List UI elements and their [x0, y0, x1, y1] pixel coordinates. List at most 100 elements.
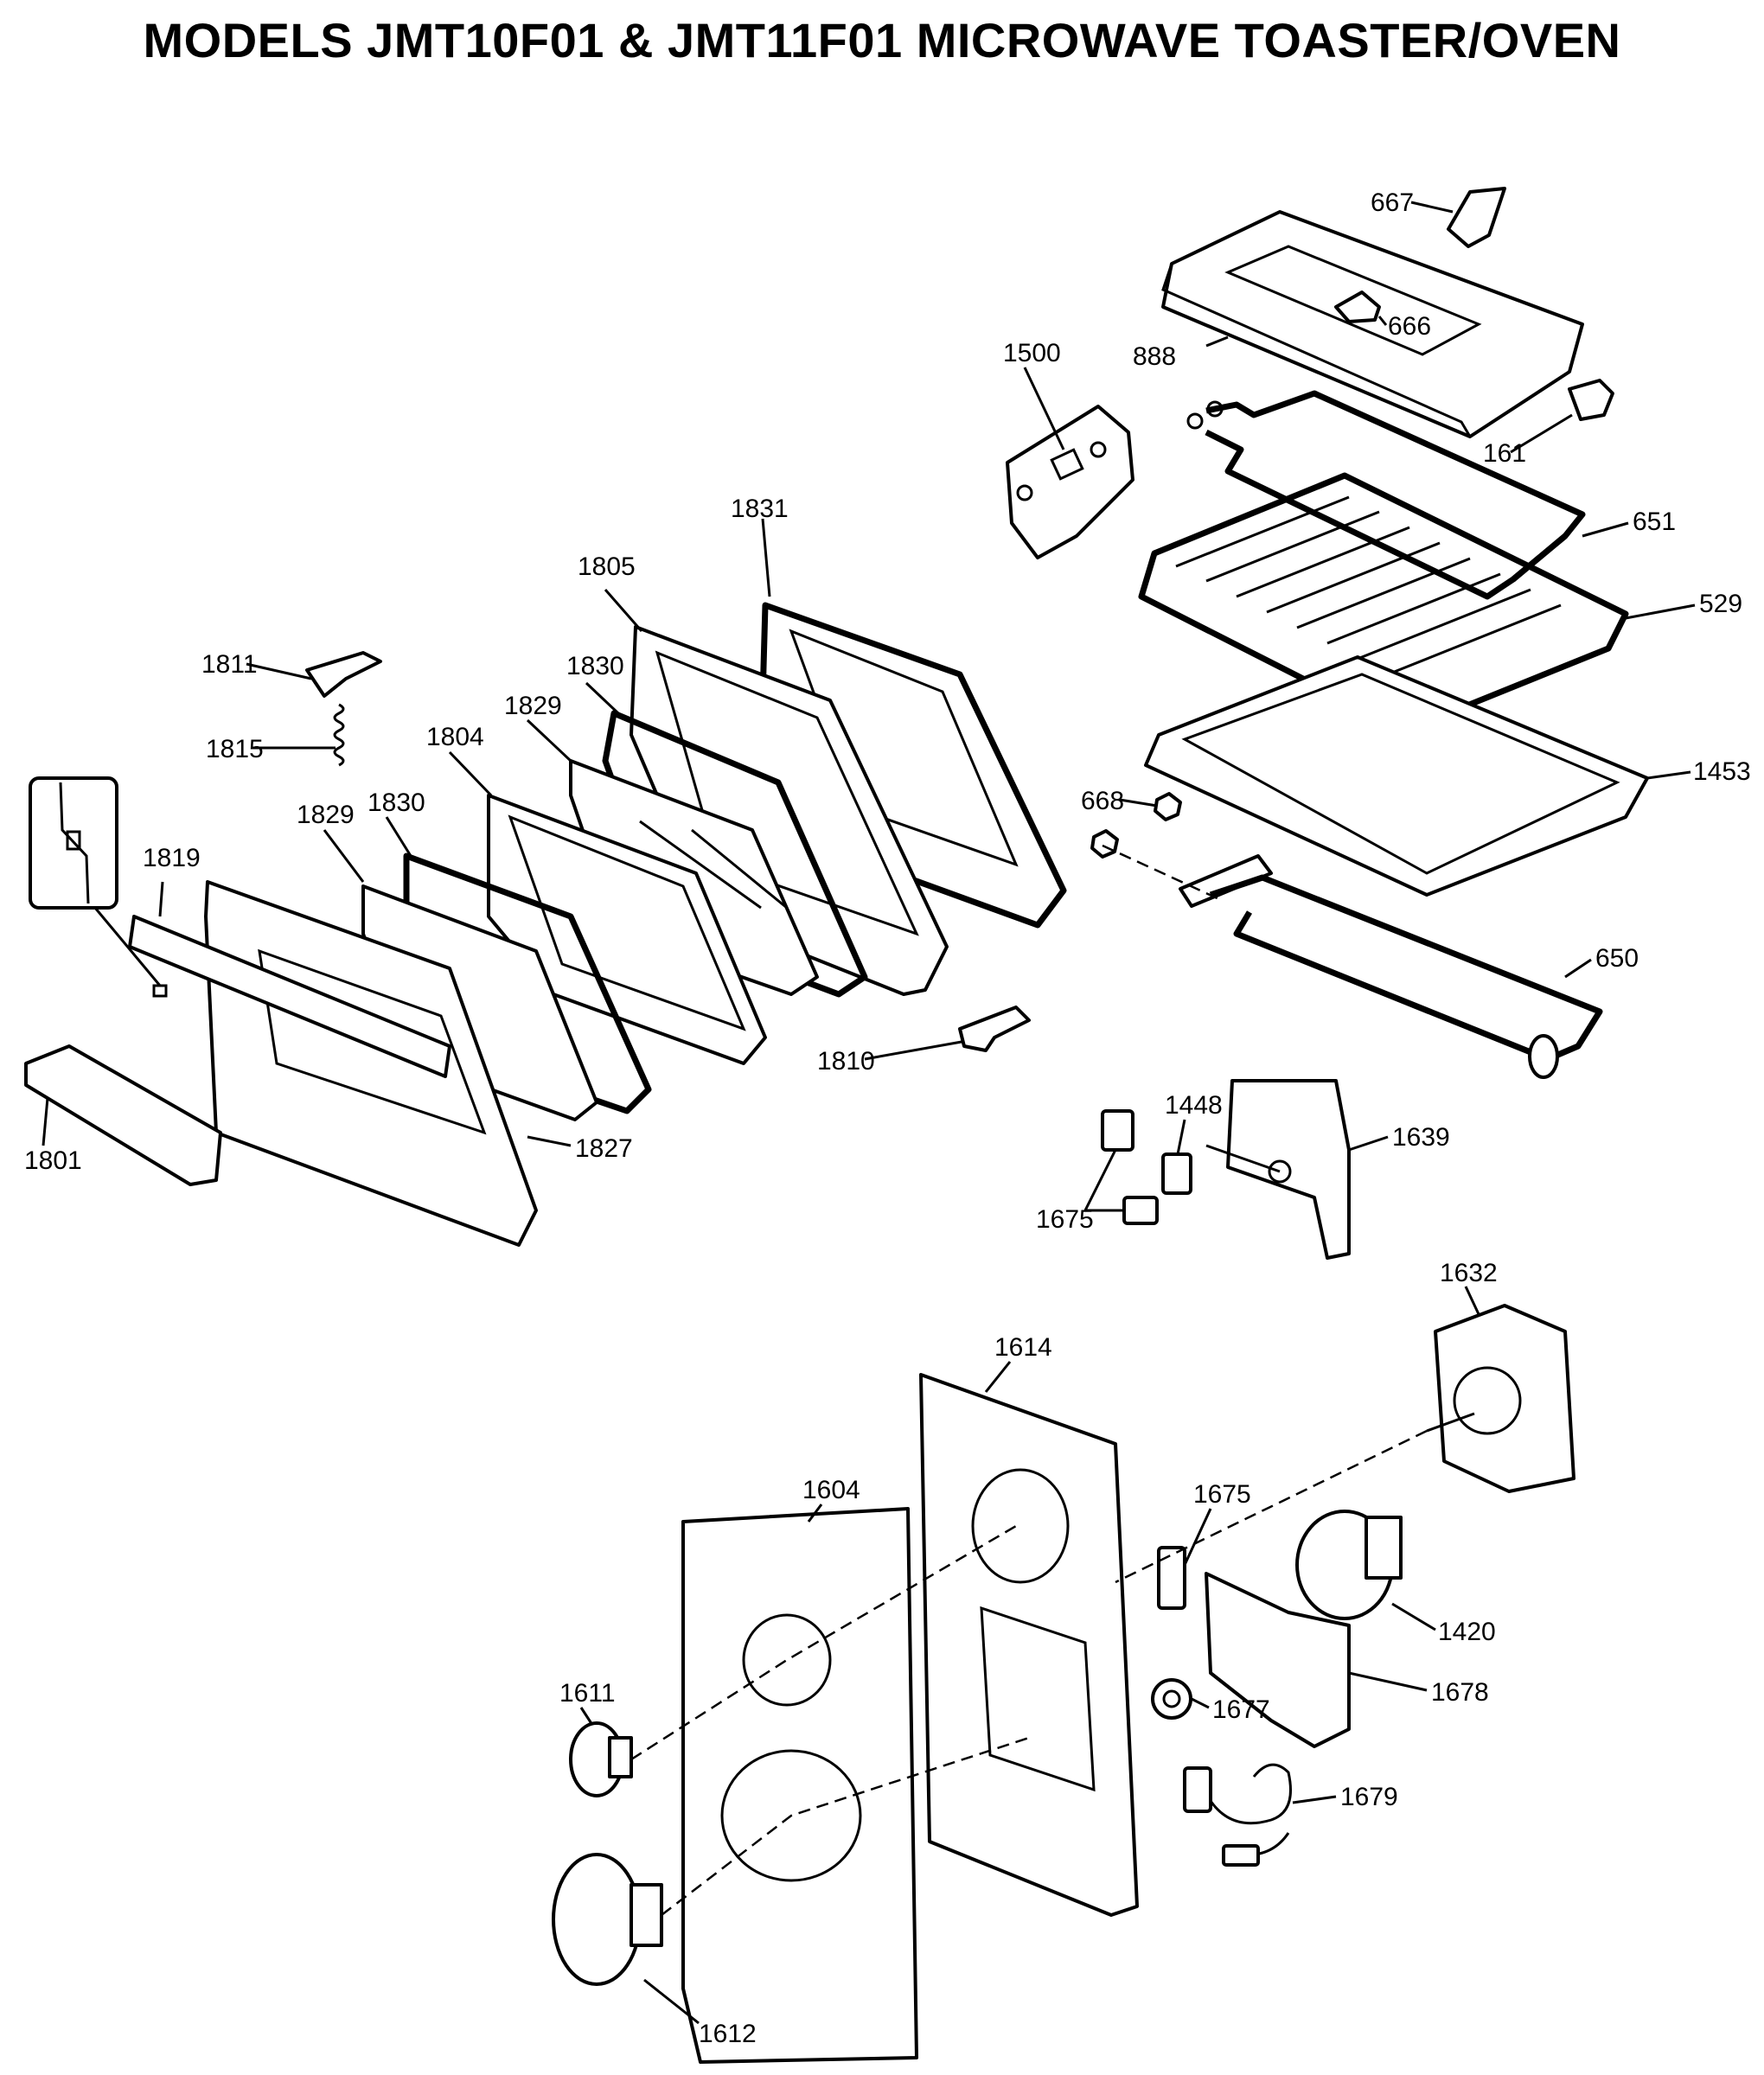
leader-651	[1582, 521, 1629, 538]
part-651-upper-element	[1186, 390, 1586, 600]
part-1679-wire-harness	[1183, 1763, 1292, 1867]
leader-1604	[807, 1504, 823, 1523]
part-1448-switch	[1161, 1152, 1192, 1195]
part-888-top-cover	[1161, 210, 1584, 438]
callout-1639: 1639	[1392, 1123, 1450, 1152]
leader-1829b	[323, 829, 365, 883]
callout-1829a: 1829	[504, 692, 562, 720]
callout-1801: 1801	[24, 1146, 82, 1175]
leader-1448	[1176, 1119, 1186, 1155]
part-1810-latch-lever	[958, 1006, 1031, 1052]
leader-666	[1377, 316, 1388, 326]
callout-1678: 1678	[1431, 1678, 1489, 1707]
assembly-line-1612	[661, 1736, 1030, 1916]
part-1801-handle	[24, 1044, 222, 1186]
callout-666: 666	[1388, 312, 1431, 341]
callout-1805: 1805	[578, 552, 636, 581]
callout-667: 667	[1371, 188, 1414, 217]
callout-1675b: 1675	[1193, 1480, 1251, 1509]
part-1804-choke-frame	[487, 794, 767, 1065]
callout-888: 888	[1133, 342, 1176, 371]
part-1614-control-plate	[919, 1373, 1139, 1917]
part-1675-switches-upper	[1101, 1109, 1159, 1225]
callout-1675a: 1675	[1036, 1205, 1094, 1234]
leader-1500	[1023, 367, 1065, 450]
leader-1805	[604, 589, 643, 632]
part-1830-upper-gasket	[602, 710, 868, 998]
diagram-title: MODELS JMT10F01 & JMT11F01 MICROWAVE TOA…	[143, 13, 1621, 67]
leader-1819	[158, 881, 164, 917]
callout-1810: 1810	[817, 1047, 875, 1076]
callout-1632: 1632	[1440, 1259, 1498, 1287]
leader-1678	[1348, 1671, 1428, 1692]
callout-1830a: 1830	[566, 652, 624, 680]
callout-1500: 1500	[1003, 339, 1061, 367]
leader-1827	[527, 1135, 572, 1147]
callout-1827: 1827	[575, 1134, 633, 1163]
part-1815-spring	[333, 703, 345, 767]
part-1819-handle-bar	[128, 915, 451, 1078]
part-1453-crumb-tray	[1144, 655, 1649, 897]
callout-1614: 1614	[994, 1333, 1052, 1362]
part-668-nuts	[1090, 792, 1182, 859]
assembly-line-1632	[1115, 1429, 1428, 1584]
callout-1811: 1811	[201, 650, 258, 679]
assembly-line-1611	[630, 1524, 1017, 1761]
part-650-lower-element	[1179, 854, 1603, 1079]
leader-667	[1410, 201, 1454, 214]
leader-1453	[1646, 770, 1691, 780]
leader-1811	[246, 662, 312, 680]
leader-1804	[448, 750, 493, 797]
leader-1829a	[526, 718, 572, 763]
callout-668: 668	[1081, 787, 1124, 815]
part-1675-switch-lower	[1157, 1546, 1186, 1610]
callout-1448: 1448	[1165, 1091, 1223, 1120]
detail-inset-box	[29, 776, 168, 998]
callout-1604: 1604	[802, 1476, 860, 1504]
leader-161	[1510, 413, 1573, 454]
callout-1819: 1819	[143, 844, 201, 872]
leader-1677	[1191, 1697, 1210, 1709]
leader-1639	[1348, 1135, 1389, 1152]
part-666-clip	[1334, 290, 1381, 323]
leader-668	[1119, 798, 1158, 808]
leader-1830b	[385, 816, 412, 857]
leader-1632	[1464, 1286, 1480, 1315]
part-1811-latch	[305, 651, 382, 698]
callout-1831: 1831	[731, 495, 789, 523]
leader-1831	[761, 518, 771, 597]
leader-1810	[864, 1040, 962, 1061]
callout-161: 161	[1483, 439, 1526, 468]
part-1500-bracket	[1006, 405, 1134, 559]
leader-1611	[579, 1707, 594, 1726]
leader-1830a	[585, 681, 620, 715]
leader-1675b	[1183, 1508, 1212, 1566]
part-1632-timer	[1426, 1304, 1575, 1493]
part-1677-cam	[1151, 1678, 1192, 1720]
part-1604-control-face	[681, 1507, 918, 2064]
leader-1801	[42, 1097, 49, 1146]
part-1612-knob	[552, 1853, 663, 1986]
leader-1420	[1391, 1602, 1436, 1631]
callout-1804: 1804	[426, 723, 484, 751]
leader-650	[1564, 958, 1592, 979]
callout-1677: 1677	[1212, 1695, 1270, 1724]
callout-529: 529	[1699, 590, 1742, 618]
part-161-clip	[1568, 379, 1614, 421]
part-1639-timer-switch	[1205, 1079, 1351, 1260]
leader-529	[1625, 603, 1696, 620]
callout-650: 650	[1595, 944, 1639, 973]
callout-1829b: 1829	[297, 801, 355, 829]
callout-1611: 1611	[559, 1679, 616, 1708]
callout-1830b: 1830	[368, 788, 425, 817]
callout-651: 651	[1633, 508, 1676, 536]
callout-1815: 1815	[206, 735, 264, 763]
callout-1453: 1453	[1693, 757, 1751, 786]
part-1827-outer-door	[204, 880, 538, 1247]
leader-1679	[1292, 1795, 1337, 1804]
assembly-line-668	[1102, 844, 1220, 901]
leader-1614	[984, 1361, 1012, 1393]
leader-1675a	[1083, 1149, 1124, 1212]
callout-1679: 1679	[1340, 1783, 1398, 1811]
